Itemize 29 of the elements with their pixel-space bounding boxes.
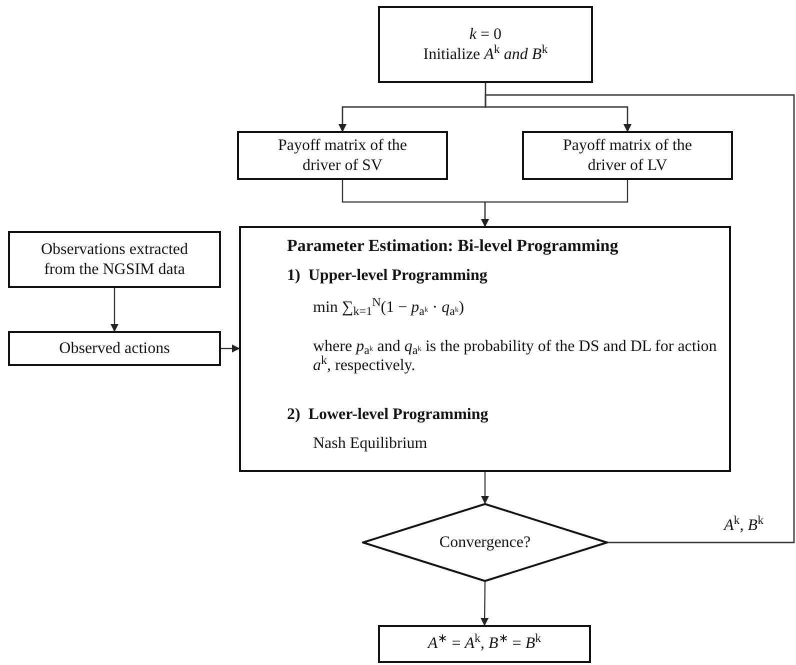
box-text: A$^{∗}$ = A$^{k}$, B$^{∗}$ = B$^{k}$ [426, 634, 542, 654]
formula: min ∑$_{k=1}$$^{N}$(1 − p$_{aᵏ}$ · q$_{aᵏ}$) [313, 298, 464, 317]
section-heading: 1) Upper-level Programming [287, 266, 488, 286]
box-text: Initialize A$^{k}$ and B$^{k}$ [422, 44, 549, 64]
connector-arrow [110, 288, 118, 332]
box-text: Observations extracted from the NGSIM data [40, 240, 190, 279]
process-box [522, 131, 733, 180]
process-box [378, 625, 591, 663]
panel-title: Parameter Estimation: Bi-level Programming [287, 236, 618, 256]
connector-arrow [481, 472, 489, 504]
section-heading: 2) Lower-level Programming [287, 405, 488, 424]
description-text: where p$_{aᵏ}$ and q$_{aᵏ}$ is the probability of the DS and DL for action a$^{k}$, respectively. [313, 336, 718, 376]
decision-diamond [362, 503, 608, 582]
box-text: Payoff matrix of the driver of SV [276, 136, 408, 175]
connector-arrow [221, 344, 240, 352]
process-panel [239, 226, 731, 472]
connector-arrow [484, 94, 795, 544]
box-text: Payoff matrix of the driver of LV [562, 136, 693, 175]
process-box [378, 6, 593, 83]
box-text: Observed actions [58, 338, 171, 358]
connector-arrow [481, 180, 628, 227]
connector-arrow [480, 582, 489, 626]
box-text: k = 0 [468, 25, 503, 44]
process-box [237, 131, 448, 180]
process-box [8, 331, 221, 366]
edge-label: A$^{k}$, B$^{k}$ [722, 516, 766, 536]
description-text: Nash Equilibrium [313, 434, 428, 454]
process-box [8, 231, 221, 288]
box-text: Convergence? [438, 532, 532, 552]
